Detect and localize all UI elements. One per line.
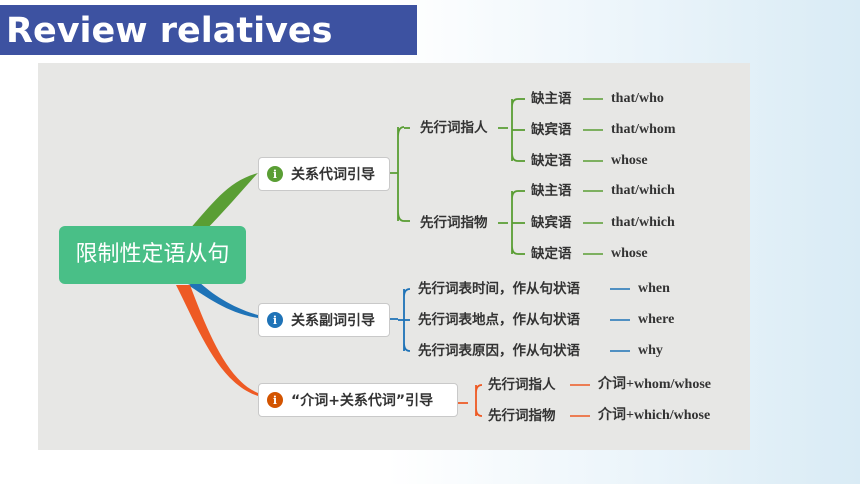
branch-curve-orange [176,285,258,396]
item-label: 缺定语 [531,246,572,262]
info-icon: i [267,166,283,182]
category-label: “介词+关系代词”引导 [291,393,434,409]
item-answer: when [638,281,670,296]
item-label: 缺主语 [531,91,572,107]
category-preposition-pronoun: i “介词+关系代词”引导 [258,383,458,417]
slide-title: Review relatives [6,11,333,51]
item-answer: whose [611,246,648,261]
connector-green-main [390,126,405,222]
item-label: 先行词表时间，作从句状语 [418,281,580,297]
category-relative-pronoun: i 关系代词引导 [258,157,390,191]
bracket-orange [458,384,483,417]
category-relative-adverb: i 关系副词引导 [258,303,390,337]
item-answer: that/whom [611,122,676,137]
branch-curve-green [188,173,258,238]
item-answer: why [638,343,663,358]
answer-dashes-green [583,98,603,255]
item-label: 缺主语 [531,183,572,199]
info-icon: i [267,312,283,328]
item-label: 缺定语 [531,153,572,169]
category-label: 关系代词引导 [291,167,375,183]
answer-dashes-orange [570,384,590,417]
item-answer: where [638,312,675,327]
item-label: 缺宾语 [531,122,572,138]
item-answer: that/which [611,215,675,230]
item-answer: whose [611,153,648,168]
category-label: 关系副词引导 [291,313,375,329]
item-answer: that/who [611,91,664,106]
item-label: 先行词指物 [488,408,556,424]
item-label: 先行词表原因，作从句状语 [418,343,580,359]
item-answer: that/which [611,183,675,198]
mindmap-panel: 限制性定语从句 i 关系代词引导 i 关系副词引导 i “介词+关系代词”引导 … [38,63,750,450]
branch-curve-blue [188,281,258,318]
item-answer: 介词+whom/whose [598,377,711,392]
answer-dashes-blue [610,288,630,352]
root-node: 限制性定语从句 [59,226,246,284]
mindmap-connectors [176,98,630,417]
item-answer: 介词+which/whose [598,408,711,423]
item-label: 先行词指人 [488,377,556,393]
group-label-person: 先行词指人 [420,120,488,136]
item-label: 先行词表地点，作从句状语 [418,312,580,328]
item-label: 缺宾语 [531,215,572,231]
title-bar: Review relatives [0,5,417,55]
group-label-thing: 先行词指物 [420,215,488,231]
info-icon: i [267,392,283,408]
